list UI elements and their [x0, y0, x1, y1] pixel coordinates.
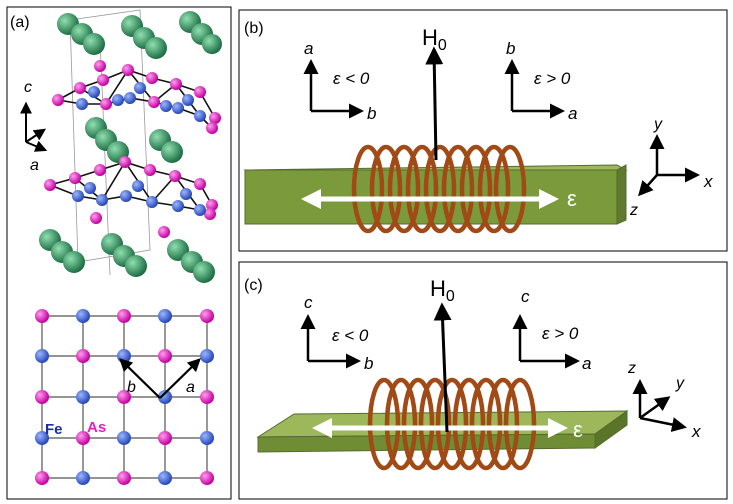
panel-c-x-label: x — [691, 422, 701, 441]
panel-c-left-axes — [300, 314, 361, 369]
panel-b-right-horizontal-label: a — [568, 104, 577, 123]
as-legend-label: As — [87, 419, 106, 436]
panel-b-left-condition: ε < 0 — [333, 69, 370, 88]
panel-b-x-label: x — [703, 172, 713, 191]
panel-b-right-condition: ε > 0 — [534, 69, 571, 88]
panel-c-label: (c) — [244, 277, 263, 294]
panel-c-right-horizontal-label: a — [582, 354, 591, 373]
panel-b-left-vertical-label: a — [304, 39, 313, 58]
panel-b-field-arrow — [425, 46, 444, 161]
fe-legend-label: Fe — [45, 421, 63, 438]
crystal-structure — [39, 9, 222, 283]
panel-c-field-arrow — [433, 302, 452, 433]
axis-c-label: c — [24, 79, 32, 96]
panel-b-strain-label: ε — [567, 186, 577, 211]
panel-b-left-horizontal-label: b — [367, 104, 376, 123]
lattice-a-label: a — [186, 379, 195, 396]
panel-b-z-label: z — [629, 202, 638, 219]
panel-c-left-condition: ε < 0 — [332, 326, 369, 345]
crystal-axes — [20, 101, 48, 152]
panel-c-sample-plate — [256, 410, 629, 453]
panel-b-right-axes — [504, 59, 565, 119]
panel-c-frame-axes — [632, 379, 687, 432]
panel-c-right-axes — [512, 314, 580, 369]
panel-c-right-vertical-label: c — [521, 287, 530, 306]
panel-a-label: (a) — [10, 14, 30, 31]
panel-c-strain-label: ε — [573, 417, 583, 442]
panel-c-left-horizontal-label: b — [364, 354, 373, 373]
panel-b-label: (b) — [244, 20, 264, 37]
panel-c-left-vertical-label: c — [304, 293, 313, 312]
panel-b-field-label: H0 — [422, 25, 447, 54]
panel-c-z-label: z — [627, 360, 636, 377]
panel-c-right-condition: ε > 0 — [542, 324, 579, 343]
fe-as-lattice — [35, 309, 214, 485]
panel-b-right-vertical-label: b — [506, 39, 515, 58]
panel-b-frame-axes — [637, 134, 700, 197]
axis-a-label: a — [30, 157, 39, 174]
panel-c-y-label: y — [675, 375, 685, 392]
panel-b-left-axes — [303, 59, 364, 119]
panel-c-field-label: H0 — [430, 276, 455, 305]
panel-b-y-label: y — [653, 116, 663, 133]
lattice-b-label: b — [127, 379, 136, 396]
